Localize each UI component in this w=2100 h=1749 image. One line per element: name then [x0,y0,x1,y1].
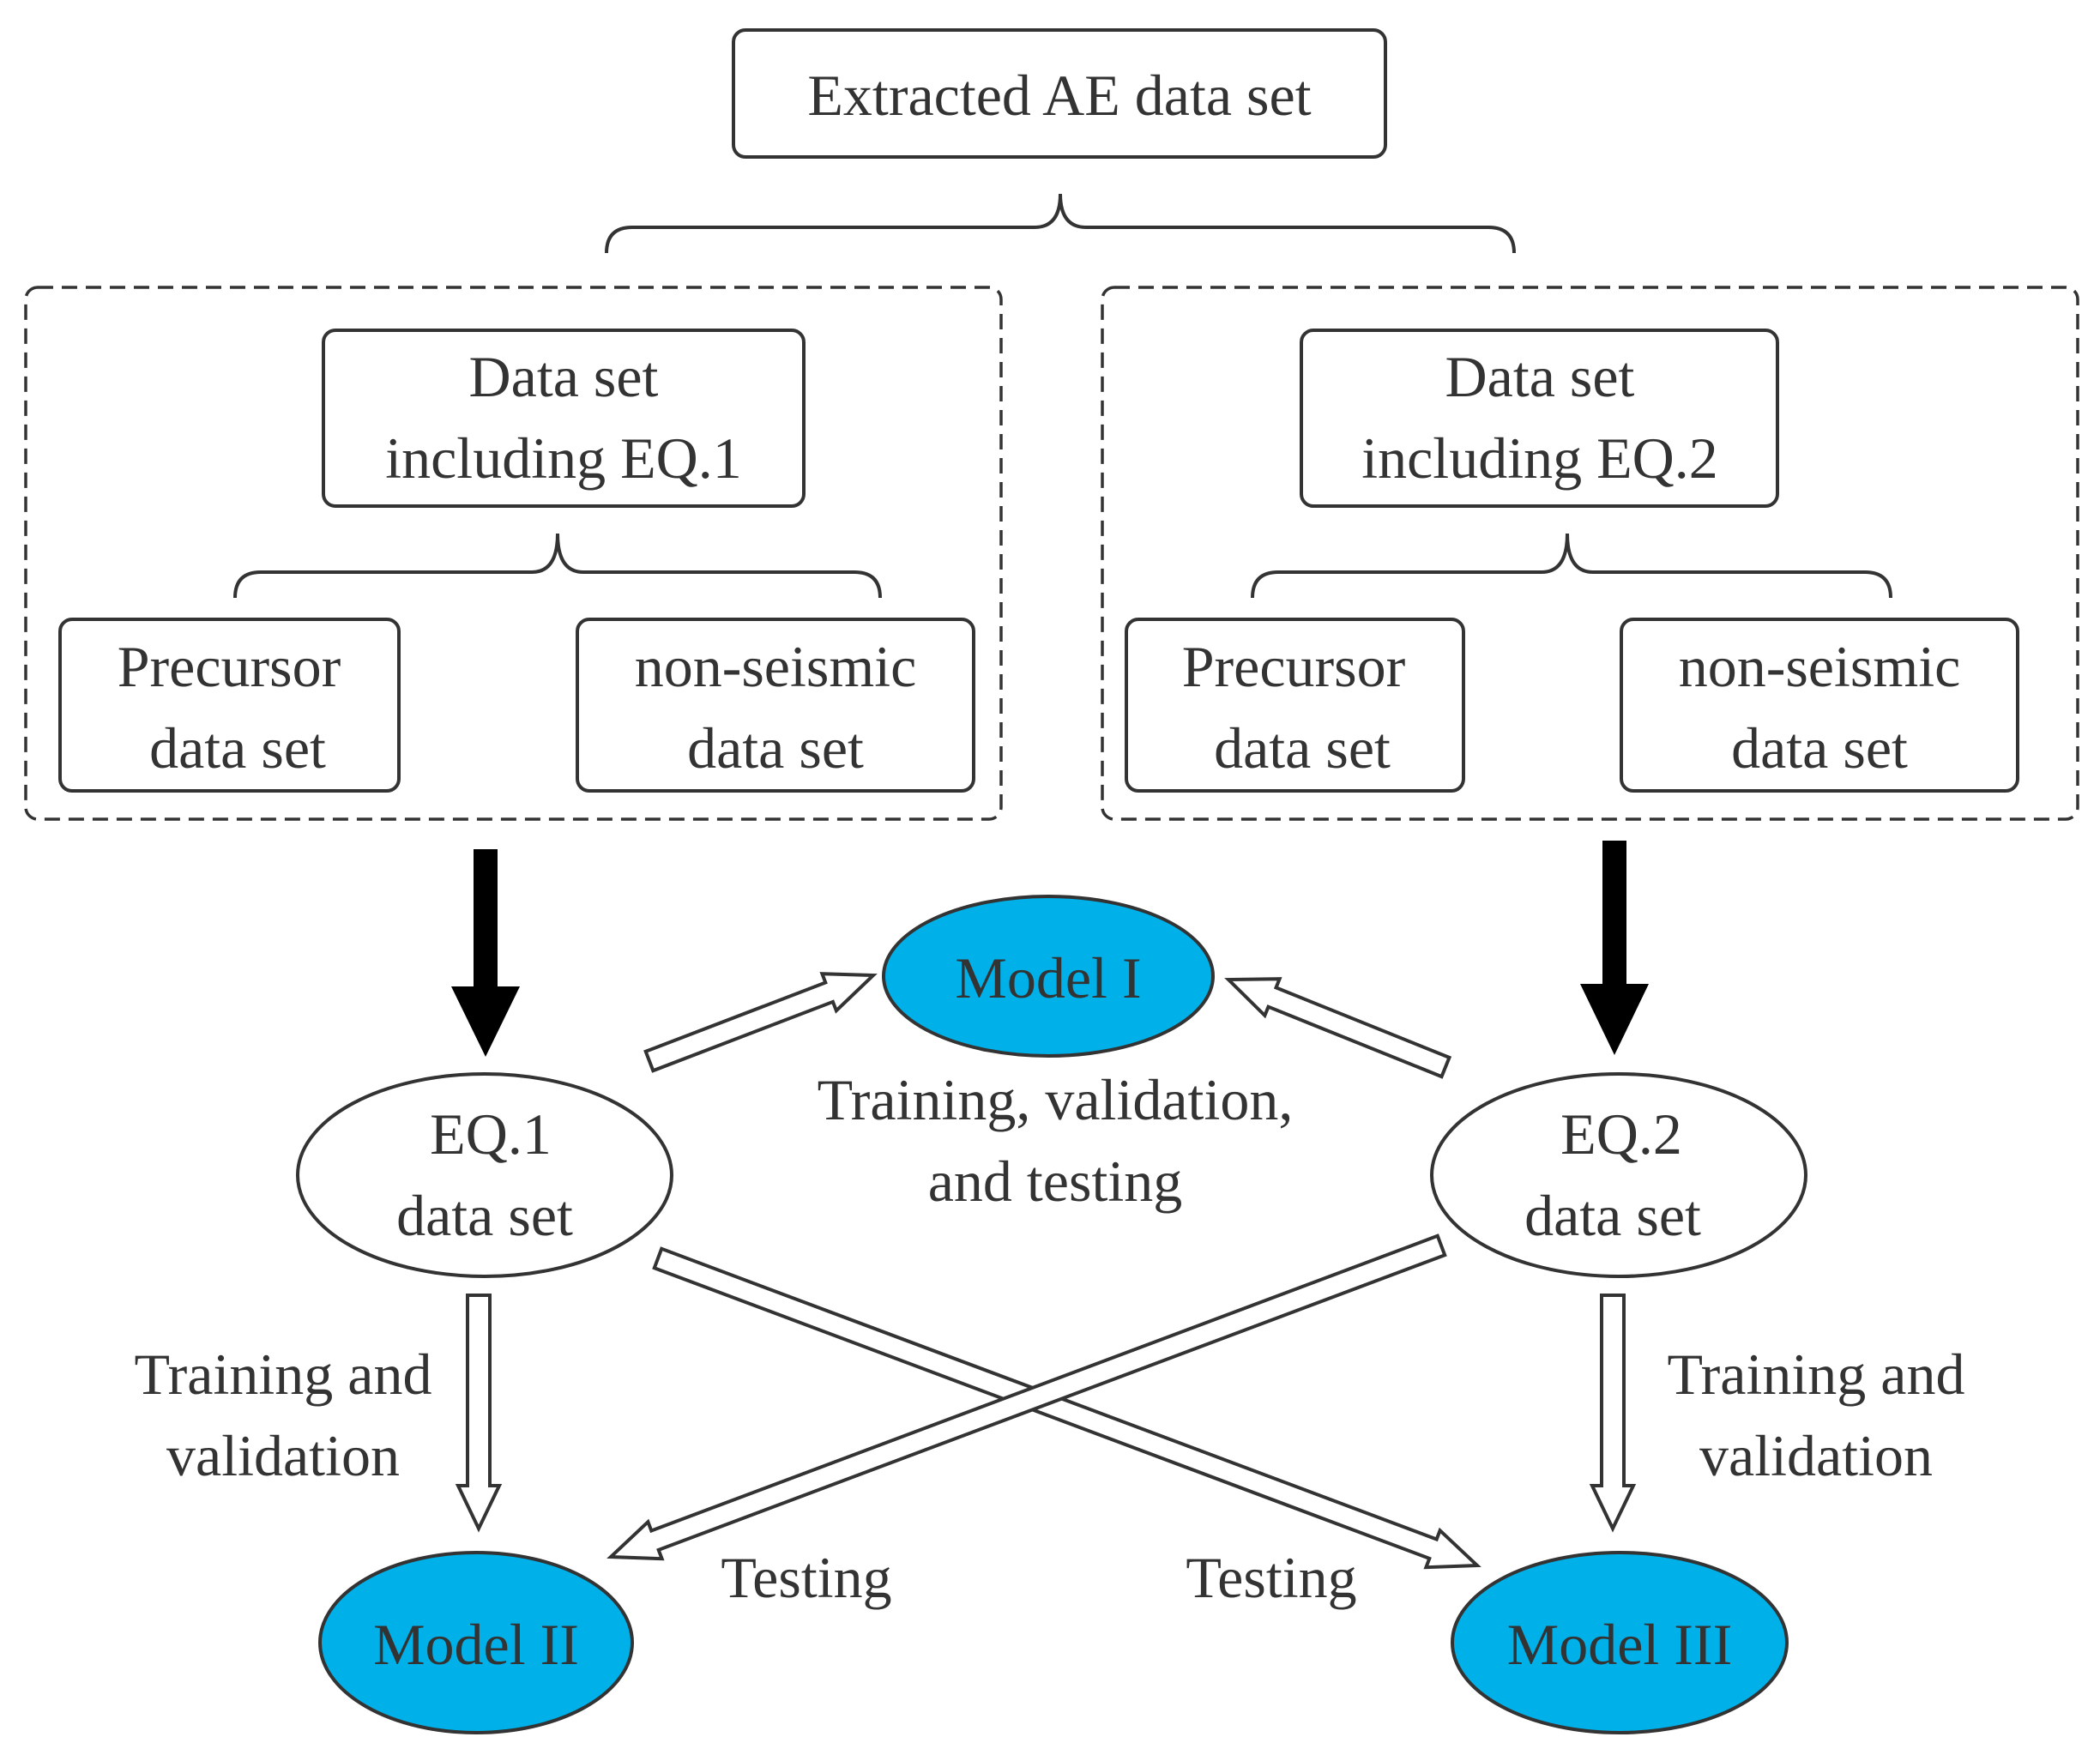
model3-node [1451,1551,1789,1734]
left-solid-down-arrow [451,849,520,1057]
left-train-label-line1: Training and [135,1342,432,1407]
testing-label-left: Testing [721,1545,891,1610]
eq1-dataset-line2: data set [396,1183,573,1248]
model2-label: Model II [373,1612,579,1677]
eq1-to-model2-arrow [455,1294,503,1533]
left-header-box [322,329,806,508]
right-nonseismic-box [1620,618,2019,793]
model2-node [318,1551,634,1734]
model1-edge-label-line2: and testing [928,1149,1183,1214]
eq2-dataset-line1: EQ.2 [1560,1101,1682,1167]
model3-label: Model III [1507,1612,1732,1677]
left-header-line2: including EQ.1 [385,425,742,491]
testing-label-right: Testing [1186,1545,1356,1610]
right-header-line2: including EQ.2 [1361,425,1718,491]
left-train-label-line2: validation [166,1423,400,1488]
right-header-box [1300,329,1779,508]
eq2-to-model3-arrow [1589,1294,1637,1533]
right-train-label-line1: Training and [1668,1342,1965,1407]
right-precursor-line1: Precursor [1182,634,1406,699]
top-brace [605,193,1516,254]
left-precursor-line1: Precursor [118,634,341,699]
model1-edge-label-line1: Training, validation, [818,1067,1294,1132]
left-precursor-box [58,618,401,793]
model1-node [882,895,1215,1058]
left-nonseismic-box [576,618,975,793]
right-solid-down-arrow [1580,841,1649,1055]
eq2-to-model2-testing-arrow [606,1233,1447,1561]
eq1-to-model1-arrow [643,972,878,1073]
left-nonseismic-line2: data set [687,715,864,781]
top-node-label: Extracted AE data set [807,63,1311,128]
eq2-to-model1-arrow [1224,977,1452,1079]
top-node-box [732,28,1387,159]
right-precursor-line2: data set [1214,715,1391,781]
right-precursor-box [1125,618,1465,793]
eq1-to-model3-testing-arrow [652,1246,1481,1570]
left-group-brace [233,533,882,599]
left-header-line1: Data set [469,344,659,409]
eq2-dataset-node [1430,1072,1807,1278]
right-header-line1: Data set [1445,344,1635,409]
right-nonseismic-line2: data set [1731,715,1908,781]
right-train-label-line2: validation [1699,1423,1933,1488]
left-nonseismic-line1: non-seismic [635,634,917,699]
right-group-frame [1101,286,2079,821]
right-nonseismic-line1: non-seismic [1679,634,1961,699]
eq1-dataset-line1: EQ.1 [430,1101,552,1167]
eq2-dataset-line2: data set [1524,1183,1701,1248]
right-group-brace [1251,533,1892,599]
model1-label: Model I [955,945,1141,1010]
eq1-dataset-node [296,1072,673,1278]
left-group-frame [24,286,1003,821]
left-precursor-line2: data set [149,715,326,781]
